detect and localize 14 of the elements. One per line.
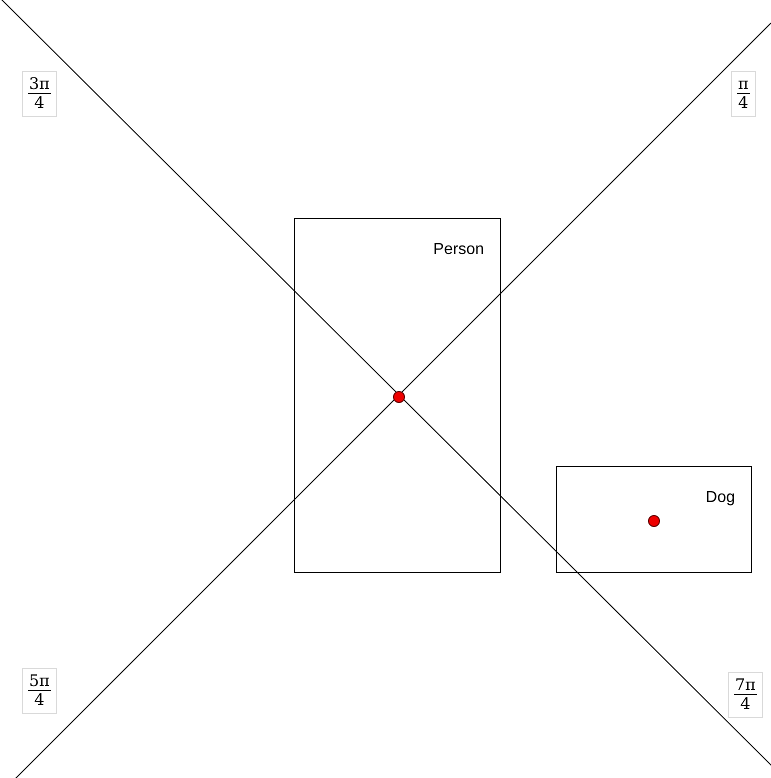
- fraction-denominator: 4: [737, 94, 750, 113]
- fraction-numerator: 5π: [28, 672, 51, 692]
- fraction-denominator: 4: [33, 691, 46, 710]
- fraction-numerator: 3π: [28, 75, 51, 94]
- box-label: Person: [433, 241, 484, 259]
- point-marker: [393, 391, 405, 403]
- fraction-denominator: 4: [739, 695, 752, 714]
- fraction-numerator: 7π: [734, 676, 757, 696]
- fraction-numerator: π: [737, 75, 750, 94]
- rectangle-box: [556, 466, 752, 573]
- box-label: Dog: [706, 489, 735, 507]
- point-marker: [648, 515, 660, 527]
- rectangle-box: [294, 218, 501, 573]
- fraction-denominator: 4: [33, 94, 46, 113]
